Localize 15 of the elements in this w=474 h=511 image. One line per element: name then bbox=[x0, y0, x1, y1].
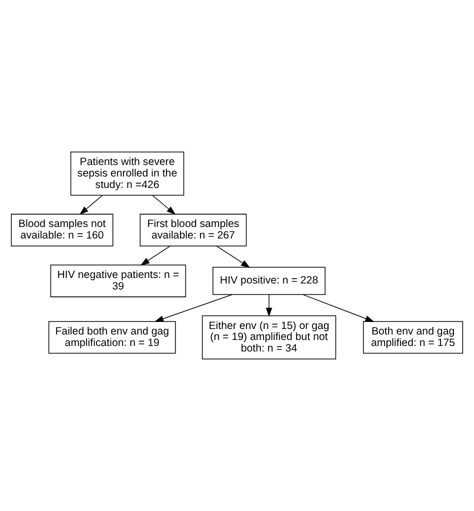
node-box: HIV negative patients: n = 39 bbox=[50, 264, 186, 298]
node-box: Both env and gag amplified: n = 175 bbox=[363, 321, 464, 354]
node-box: Failed both env and gag amplification: n = 19 bbox=[48, 321, 176, 354]
node-box: Either env (n = 15) or gag (n = 19) amplified but not both: n = 34 bbox=[202, 315, 336, 360]
arrow bbox=[266, 294, 272, 317]
node-box: Patients with severe sepsis enrolled in the study: n =426 bbox=[70, 152, 184, 196]
arrow bbox=[79, 195, 103, 215]
arrow bbox=[152, 195, 176, 215]
node-box: First blood samples available: n = 267 bbox=[140, 214, 247, 246]
node-box: HIV positive: n = 228 bbox=[212, 266, 326, 295]
arrow bbox=[216, 246, 250, 268]
arrow bbox=[154, 294, 232, 322]
node-box: Blood samples not available: n = 160 bbox=[10, 214, 114, 246]
arrow bbox=[140, 246, 170, 266]
arrow bbox=[302, 294, 374, 322]
